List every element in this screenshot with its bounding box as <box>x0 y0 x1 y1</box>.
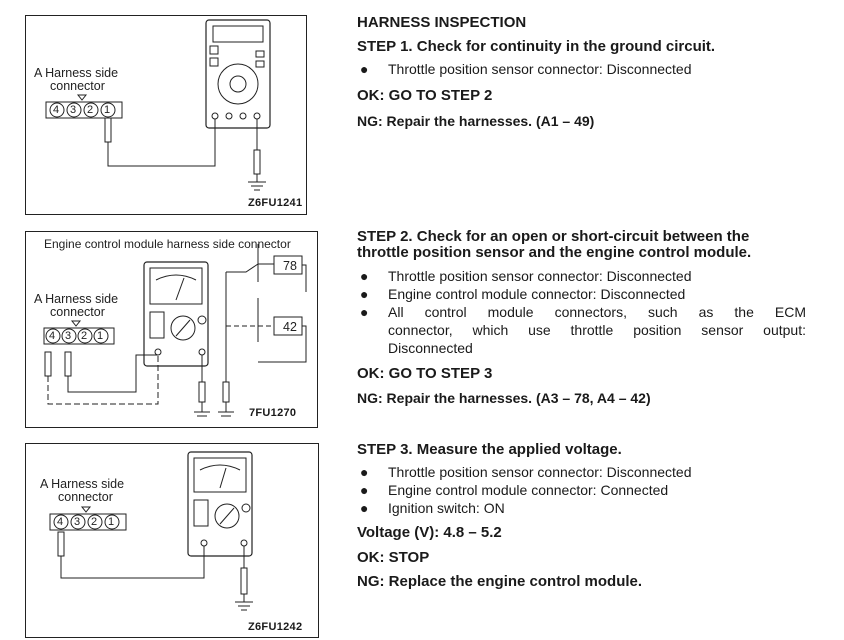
ecm-connector-label: Engine control module harness side conne… <box>44 237 291 251</box>
pin-2: 2 <box>87 104 94 116</box>
bullet-text: All control module connectors, such as t… <box>388 304 806 320</box>
bullet-text: Engine control module connector: Disconn… <box>388 286 686 302</box>
step2-bullet-3-cont: connector, which use throttle position s… <box>388 322 806 338</box>
harness-side-label: A Harness side <box>34 292 119 306</box>
figure-step3-drawing <box>49 451 253 611</box>
pin-4: 4 <box>57 516 64 528</box>
pin-1: 1 <box>108 516 115 528</box>
bullet-icon: ● <box>360 268 369 284</box>
pin-4: 4 <box>49 330 56 342</box>
terminal-78: 78 <box>283 259 297 273</box>
step3-voltage: Voltage (V): 4.8 – 5.2 <box>357 524 502 541</box>
figure-step1: A Harness side connector 4 3 2 1 Z6FU124… <box>25 15 307 215</box>
step3-title: STEP 3. Measure the applied voltage. <box>357 441 622 458</box>
section-title: HARNESS INSPECTION <box>357 14 527 31</box>
step3-ng: NG: Replace the engine control module. <box>357 573 643 590</box>
step2-bullet-3-end: Disconnected <box>388 340 473 356</box>
pin-1: 1 <box>97 330 104 342</box>
bullet-icon: ● <box>360 482 369 498</box>
bullet-icon: ● <box>360 61 369 77</box>
step2-ng: NG: Repair the harnesses. (A3 – 78, A4 –… <box>357 390 651 406</box>
bullet-text: Throttle position sensor connector: Disc… <box>388 61 692 77</box>
figure-step2-drawing <box>43 244 307 417</box>
bullet-icon: ● <box>360 464 369 480</box>
bullet-icon: ● <box>360 500 369 516</box>
connector-label: connector <box>58 490 113 504</box>
connector-label: connector <box>50 305 105 319</box>
step1-ng: NG: Repair the harnesses. (A1 – 49) <box>357 113 595 129</box>
pin-2: 2 <box>91 516 98 528</box>
figure-code: Z6FU1241 <box>248 197 303 209</box>
step2-ok: OK: GO TO STEP 3 <box>357 365 493 382</box>
bullet-text: Throttle position sensor connector: Disc… <box>388 464 692 480</box>
bullet-text: Engine control module connector: Connect… <box>388 482 669 498</box>
step2-title-line1: STEP 2. Check for an open or short-circu… <box>357 228 750 245</box>
step1-title: STEP 1. Check for continuity in the grou… <box>357 38 716 55</box>
figure-code: 7FU1270 <box>249 407 297 419</box>
connector-label: connector <box>50 79 105 93</box>
harness-side-label: A Harness side <box>40 477 125 491</box>
figure-code: Z6FU1242 <box>248 621 303 633</box>
bullet-icon: ● <box>360 286 369 302</box>
terminal-42: 42 <box>283 320 297 334</box>
figure-step3: A Harness side connector 4 3 2 1 Z6FU124… <box>25 443 319 638</box>
step3-ok: OK: STOP <box>357 549 430 566</box>
pin-4: 4 <box>53 104 60 116</box>
pin-3: 3 <box>65 330 72 342</box>
figure-step2: Engine control module harness side conne… <box>25 231 318 428</box>
harness-side-label: A Harness side <box>34 66 119 80</box>
pin-3: 3 <box>74 516 81 528</box>
bullet-text: Throttle position sensor connector: Disc… <box>388 268 692 284</box>
pin-3: 3 <box>70 104 77 116</box>
step1-ok: OK: GO TO STEP 2 <box>357 87 493 104</box>
bullet-icon: ● <box>360 304 369 320</box>
pin-1: 1 <box>104 104 111 116</box>
step2-title-line2: throttle position sensor and the engine … <box>357 244 752 261</box>
figure-step1-drawing <box>45 19 271 191</box>
pin-2: 2 <box>81 330 88 342</box>
bullet-text: Ignition switch: ON <box>388 500 505 516</box>
